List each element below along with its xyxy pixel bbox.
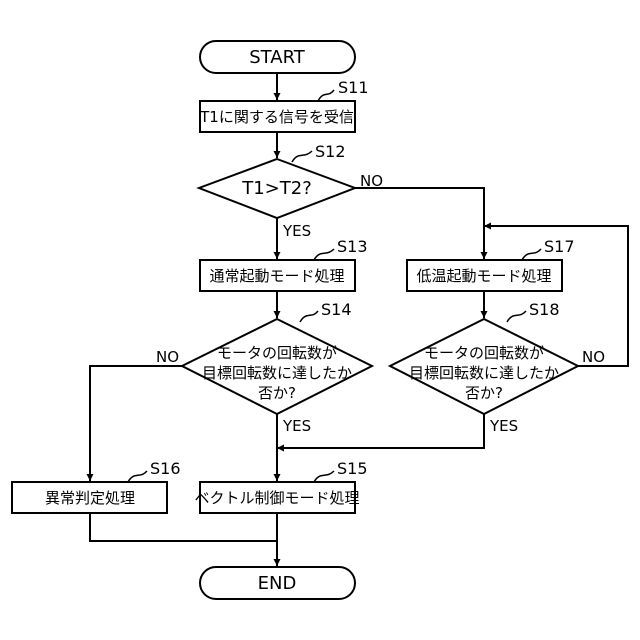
step-s16-id: S16 — [150, 459, 181, 478]
decision-s18-line3: 否か? — [465, 384, 503, 402]
start-label: START — [249, 47, 306, 68]
step-s15-text: ベクトル制御モード処理 — [194, 489, 359, 507]
arrow-s16-merge — [90, 513, 277, 541]
step-s11-text: T1に関する信号を受信 — [199, 108, 354, 126]
step-s15-id: S15 — [337, 459, 368, 478]
step-s13-leader — [314, 249, 334, 260]
step-s11-id: S11 — [338, 78, 369, 97]
decision-s14-line1: モータの回転数が — [217, 344, 337, 362]
decision-s18-id: S18 — [529, 300, 560, 319]
step-s11-leader — [318, 90, 334, 101]
s18-no-label: NO — [582, 348, 605, 366]
step-s17-leader — [522, 249, 541, 260]
step-s13-id: S13 — [337, 237, 368, 256]
s12-no-label: NO — [360, 172, 383, 190]
s18-yes-label: YES — [489, 417, 518, 435]
decision-s18-line1: モータの回転数が — [424, 344, 544, 362]
end-label: END — [258, 573, 297, 594]
step-s16-text: 異常判定処理 — [45, 489, 135, 507]
s14-yes-label: YES — [282, 417, 311, 435]
step-s17-id: S17 — [544, 237, 575, 256]
s14-no-label: NO — [156, 348, 179, 366]
decision-s14-line3: 否か? — [258, 384, 296, 402]
decision-s14-id: S14 — [321, 300, 352, 319]
s12-yes-label: YES — [282, 222, 311, 240]
arrow-s12-no — [355, 188, 484, 259]
decision-s18-line2: 目標回転数に達したか — [409, 364, 559, 382]
step-s17-text: 低温起動モード処理 — [416, 267, 551, 285]
decision-s12-id: S12 — [315, 142, 346, 161]
decision-s12-leader — [292, 151, 312, 162]
step-s16-leader — [128, 471, 147, 482]
decision-s14-line2: 目標回転数に達したか — [202, 364, 352, 382]
step-s13-text: 通常起動モード処理 — [209, 267, 344, 285]
step-s15-leader — [314, 471, 334, 482]
decision-s12-text: T1>T2? — [241, 178, 312, 199]
decision-s18-leader — [507, 311, 526, 322]
decision-s14-leader — [300, 311, 318, 322]
